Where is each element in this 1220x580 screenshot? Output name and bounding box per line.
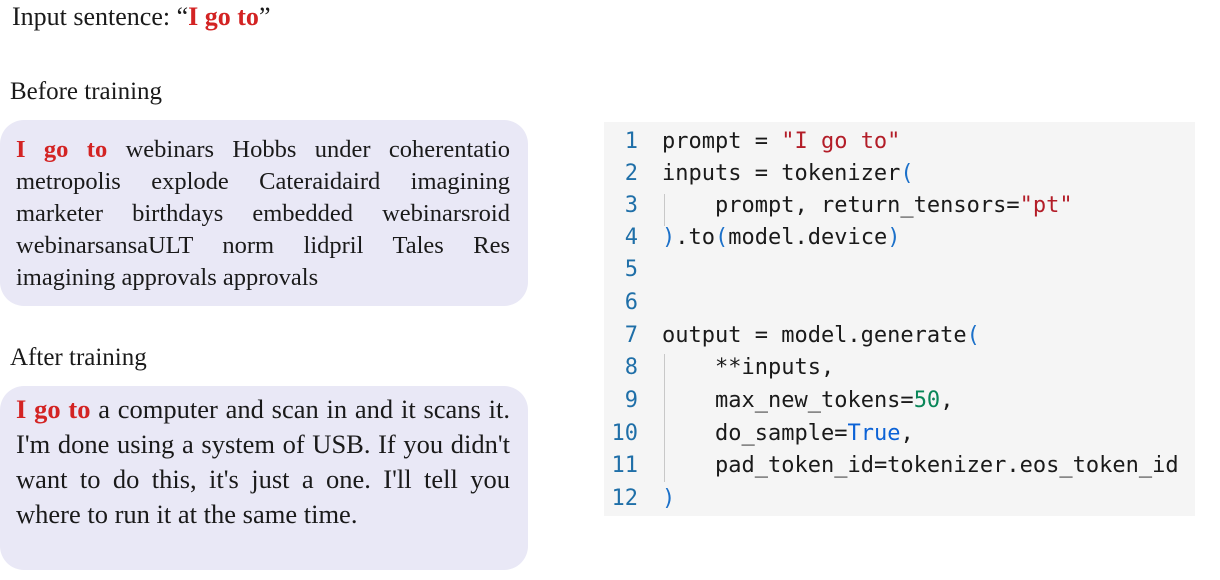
after-training-output: I go to a computer and scan in and it sc… [0,386,528,570]
code-text: **inputs, [715,355,835,380]
code-text: prompt = [662,129,782,154]
code-text: .to [675,225,715,250]
line-number: 10 [611,421,639,446]
input-sentence-heading: Input sentence: “I go to” [12,2,270,32]
code-line: 8 **inputs, [604,352,834,384]
line-number: 7 [624,323,638,348]
code-paren: ( [715,225,729,250]
input-sentence: I go to [188,2,259,31]
code-line: 12) [604,483,676,515]
after-prompt-prefix: I go to [16,394,91,424]
line-number: 5 [624,257,638,282]
code-line: 5 [604,254,638,286]
line-number: 4 [624,225,638,250]
code-line: 11 pad_token_id=tokenizer.eos_token_id [604,450,1179,482]
code-line: 1 prompt = "I go to" [604,126,901,158]
code-text: , [940,388,954,413]
code-paren: ) [887,225,901,250]
code-line: 10 do_sample=True, [604,418,914,450]
input-close-quote: ” [258,2,271,31]
code-keyword: True [847,421,901,446]
code-line: 3 prompt, return_tensors="pt" [604,190,1073,222]
code-paren: ) [662,225,676,250]
code-string: "pt" [1019,193,1073,218]
indent-guide [664,354,665,482]
code-line: 2 inputs = tokenizer( [604,158,914,190]
line-number: 11 [611,453,639,478]
line-number: 12 [611,486,639,511]
code-text: do_sample= [715,421,848,446]
code-text: output = model.generate [662,323,967,348]
code-text: model.device [728,225,888,250]
code-text: max_new_tokens= [715,388,914,413]
after-training-title: After training [10,344,147,371]
code-text: prompt, return_tensors= [715,193,1020,218]
code-line: 7 output = model.generate( [604,320,980,352]
before-training-output: I go to webinars Hobbs under coherentati… [0,120,528,306]
line-number: 2 [624,161,638,186]
code-text: pad_token_id=tokenizer.eos_token_id [715,453,1179,478]
code-paren: ) [662,486,676,511]
code-line: 6 [604,287,638,319]
line-number: 1 [624,129,638,154]
line-number: 8 [624,355,638,380]
code-line: 4).to(model.device) [604,222,901,254]
before-generated-text: webinars Hobbs under coherentatio metrop… [16,136,510,291]
input-label: Input sentence: “ [12,2,189,31]
before-prompt-prefix: I go to [16,136,108,163]
line-number: 6 [624,290,638,315]
code-line: 9 max_new_tokens=50, [604,385,954,417]
code-paren: ( [966,323,980,348]
code-text: inputs = tokenizer [662,161,901,186]
code-number: 50 [913,388,941,413]
line-number: 3 [624,193,638,218]
indent-guide [664,194,665,226]
code-string: "I go to" [781,129,901,154]
after-generated-text: a computer and scan in and it scans it. … [16,394,510,529]
line-number: 9 [624,388,638,413]
code-paren: ( [900,161,914,186]
before-training-title: Before training [10,78,163,105]
code-text: , [900,421,914,446]
